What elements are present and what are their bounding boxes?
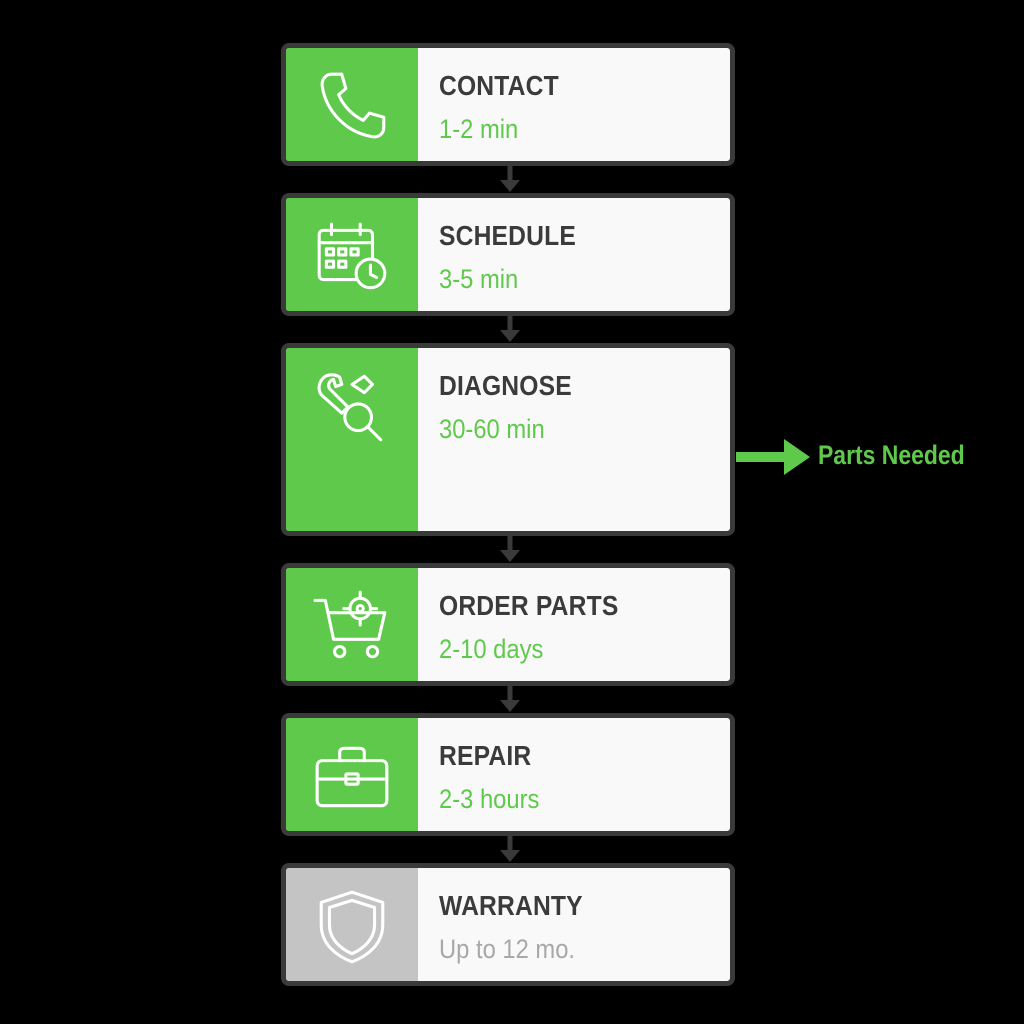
step-schedule-icon-panel: [286, 198, 418, 311]
calendar-clock-icon: [317, 222, 387, 290]
flow-arrow-1: [499, 166, 521, 194]
step-warranty-icon-panel: [286, 868, 418, 981]
arrow-right-icon: [736, 437, 812, 484]
flow-arrow-5: [499, 836, 521, 864]
flow-arrow-4: [499, 686, 521, 714]
step-duration: 30-60 min: [439, 414, 545, 444]
flow-arrow-2: [499, 316, 521, 344]
step-duration: 2-10 days: [439, 634, 544, 664]
step-title: DIAGNOSE: [439, 370, 572, 401]
phone-icon: [320, 72, 386, 139]
wrench-magnifier-icon: [317, 373, 383, 442]
step-repair-icon-panel: [286, 718, 418, 831]
branch-label: Parts Needed: [818, 440, 965, 470]
step-title: SCHEDULE: [439, 220, 576, 251]
step-schedule: SCHEDULE 3-5 min: [281, 193, 735, 316]
step-title: CONTACT: [439, 70, 559, 101]
step-title: ORDER PARTS: [439, 590, 619, 621]
step-duration: Up to 12 mo.: [439, 934, 576, 964]
step-order-parts-icon-panel: [286, 568, 418, 681]
step-duration: 3-5 min: [439, 264, 519, 294]
shield-icon: [319, 890, 385, 964]
flow-arrow-3: [499, 536, 521, 564]
step-diagnose-icon-panel: [286, 348, 418, 531]
step-duration: 1-2 min: [439, 114, 519, 144]
step-title: WARRANTY: [439, 890, 583, 921]
step-duration: 2-3 hours: [439, 784, 540, 814]
toolbox-icon: [315, 746, 389, 808]
cart-gear-icon: [313, 590, 387, 659]
step-repair: REPAIR 2-3 hours: [281, 713, 735, 836]
step-contact: CONTACT 1-2 min: [281, 43, 735, 166]
step-warranty: WARRANTY Up to 12 mo.: [281, 863, 735, 986]
step-title: REPAIR: [439, 740, 532, 771]
step-diagnose: DIAGNOSE 30-60 min: [281, 343, 735, 536]
step-contact-icon-panel: [286, 48, 418, 161]
step-order-parts: ORDER PARTS 2-10 days: [281, 563, 735, 686]
